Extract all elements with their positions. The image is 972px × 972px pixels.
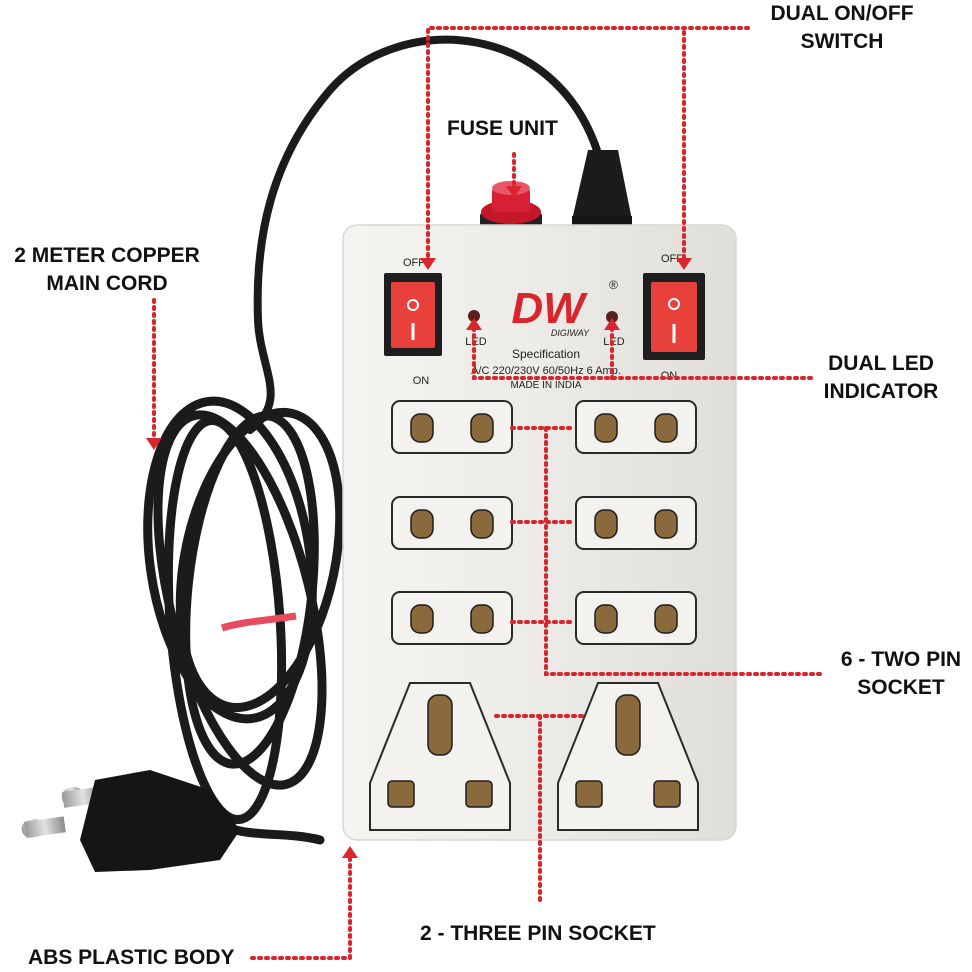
- cord-boot: [572, 150, 632, 220]
- plug: [21, 770, 240, 872]
- two-pin-socket: [575, 400, 697, 454]
- left-switch[interactable]: [384, 273, 442, 356]
- callout-line-switch: [426, 26, 754, 258]
- callout-cord-line2: MAIN CORD: [46, 272, 168, 295]
- callout-lines: [152, 26, 827, 960]
- callout-two-pin: 6 - TWO PIN SOCKET: [826, 646, 972, 702]
- callout-dual-switch-line1: DUAL ON/OFF: [770, 2, 914, 25]
- left-switch-off-label: OFF: [403, 257, 425, 269]
- two-pin-socket: [575, 591, 697, 645]
- callout-line-three-pin: [494, 714, 586, 907]
- callout-led-line1: DUAL LED: [828, 352, 934, 375]
- callout-led: DUAL LED INDICATOR: [806, 350, 956, 406]
- coiled-cord: [143, 396, 345, 845]
- callout-dual-switch: DUAL ON/OFF SWITCH: [752, 0, 932, 56]
- main-cord: [246, 35, 604, 434]
- three-pin-socket: [369, 682, 511, 831]
- cable-tie-band: [220, 612, 297, 632]
- three-pin-socket: [557, 682, 699, 831]
- three-pin-sockets: [369, 682, 699, 831]
- two-pin-socket: [391, 496, 513, 550]
- made-in-label: MADE IN INDIA: [510, 380, 581, 391]
- registered-mark: ®: [609, 278, 618, 292]
- led-right: [606, 311, 618, 323]
- callout-body: ABS PLASTIC BODY: [28, 946, 235, 969]
- two-pin-socket: [575, 496, 697, 550]
- left-switch-on-label: ON: [413, 375, 430, 387]
- led-left: [468, 310, 480, 322]
- callout-arrowheads: [146, 186, 692, 858]
- callout-cord-line1: 2 METER COPPER: [14, 244, 200, 267]
- callout-line-led: [472, 326, 816, 380]
- fuse-unit: [480, 181, 542, 228]
- callout-led-line2: INDICATOR: [823, 380, 939, 403]
- callout-dual-switch-line2: SWITCH: [800, 30, 884, 53]
- callout-three-pin: 2 - THREE PIN SOCKET: [420, 922, 656, 945]
- two-pin-sockets: [391, 400, 697, 645]
- spec-line: A/C 220/230V 60/50Hz 6 Amp.: [471, 365, 621, 377]
- two-pin-socket: [391, 400, 513, 454]
- callout-line-two-pin: [510, 426, 827, 676]
- callout-cord: 2 METER COPPER MAIN CORD: [2, 242, 212, 298]
- brand-name: DIGIWAY: [551, 328, 590, 338]
- spec-title: Specification: [512, 347, 580, 361]
- led-left-label: LED: [465, 336, 486, 348]
- brand-logo: DW: [511, 284, 588, 333]
- right-switch[interactable]: [643, 273, 705, 360]
- two-pin-socket: [391, 591, 513, 645]
- callout-two-pin-line1: 6 - TWO PIN: [840, 648, 962, 671]
- led-right-label: LED: [603, 336, 624, 348]
- callout-fuse-unit: FUSE UNIT: [447, 117, 558, 140]
- callout-two-pin-line2: SOCKET: [857, 676, 945, 699]
- callout-line-body: [248, 856, 352, 960]
- right-switch-off-label: OFF: [661, 253, 683, 265]
